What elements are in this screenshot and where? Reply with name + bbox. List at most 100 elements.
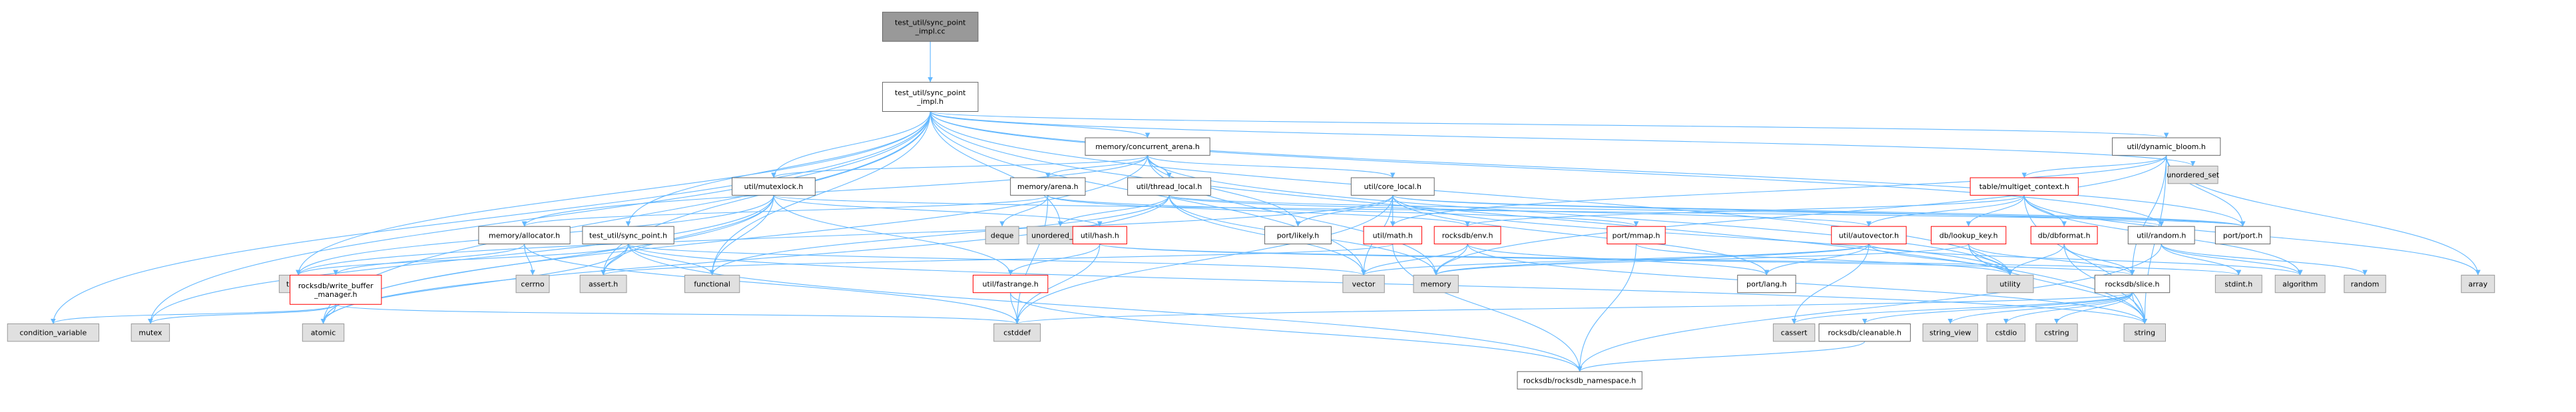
node-box [582, 226, 674, 245]
node-box [2030, 226, 2098, 245]
node-mmap[interactable]: port/mmap.h [1607, 226, 1666, 245]
node-box [1072, 226, 1127, 245]
node-label: _impl.h [916, 97, 943, 106]
node-dbformat[interactable]: db/dbformat.h [2030, 226, 2098, 245]
edge-hash-to-stdint [1099, 244, 2241, 276]
node-label: cerrno [521, 280, 544, 289]
node-random-h[interactable]: util/random.h [2127, 226, 2195, 245]
edge-arena-to-env [1047, 194, 1470, 227]
node-box [2214, 226, 2271, 245]
node-autovector[interactable]: util/autovector.h [1831, 226, 1907, 245]
edge-impl_h-to-concurrent_arena [929, 111, 1151, 138]
edge-autovector-to-vector [1361, 244, 1870, 276]
edge-core_local-to-utility [1392, 195, 2013, 276]
node-cstddef: cstddef [993, 323, 1041, 342]
node-impl-h[interactable]: test_util/sync_point_impl.h [882, 82, 979, 112]
node-namespace[interactable]: rocksdb/rocksdb_namespace.h [1517, 371, 1643, 390]
edge-arena-to-allocator [521, 194, 1049, 227]
node-lang[interactable]: port/lang.h [1737, 274, 1796, 294]
node-fastrange[interactable]: util/fastrange.h [972, 274, 1049, 294]
edge-concurrent_arena-to-allocator [521, 155, 1149, 227]
node-label: db/lookup_key.h [1939, 231, 1998, 240]
node-likely[interactable]: port/likely.h [1264, 226, 1332, 245]
edge-slice-to-cstring [2054, 292, 2133, 324]
node-label: deque [991, 231, 1014, 240]
edge-sync_point_h-to-string [627, 244, 2147, 324]
node-label: test_util/sync_point [895, 19, 966, 27]
edge-impl_h-to-thread [296, 111, 931, 276]
node-write-buffer-manager[interactable]: rocksdb/write_buffer_manager.h [290, 274, 382, 305]
edge-autovector-to-utility [1868, 244, 2013, 276]
node-deque: deque [985, 226, 1019, 245]
node-arena[interactable]: memory/arena.h [1010, 177, 1086, 196]
node-box [1010, 177, 1086, 196]
node-math[interactable]: util/math.h [1363, 226, 1422, 245]
node-hash[interactable]: util/hash.h [1072, 226, 1127, 245]
node-box [2035, 323, 2078, 342]
edge-mutexlock-to-atomic [320, 195, 774, 324]
node-box [1433, 226, 1501, 245]
edge-slice-to-cstdio [2003, 292, 2133, 324]
node-label: test_util/sync_point [895, 89, 966, 97]
node-thread-local[interactable]: util/thread_local.h [1127, 177, 1211, 196]
node-mutexlock[interactable]: util/mutexlock.h [732, 177, 816, 196]
edge-core_local-to-cstddef [1014, 195, 1394, 324]
node-box [1363, 226, 1422, 245]
node-slice[interactable]: rocksdb/slice.h [2094, 274, 2171, 294]
node-concurrent-arena[interactable]: memory/concurrent_arena.h [1085, 137, 1210, 156]
node-root[interactable]: test_util/sync_point_impl.cc [882, 11, 979, 42]
node-box [2112, 137, 2221, 156]
node-box [1737, 274, 1796, 294]
edge-arena-to-mmap [1047, 194, 1639, 227]
edge-slice-to-string [2131, 292, 2148, 324]
node-port-h[interactable]: port/port.h [2214, 226, 2271, 245]
edge-concurrent_arena-to-arena [1045, 155, 1149, 178]
node-assert-h: assert.h [579, 274, 627, 294]
edge-layer [51, 41, 2481, 372]
node-cstring: cstring [2035, 323, 2078, 342]
node-box [2167, 165, 2218, 184]
edge-dynamic_bloom-to-math [1390, 155, 2167, 227]
node-box [732, 177, 816, 196]
edge-fastrange-to-namespace [1010, 292, 1583, 372]
edge-env-to-string [1467, 244, 2147, 324]
edge-impl_h-to-port_h [929, 111, 2246, 227]
node-sync-point-h[interactable]: test_util/sync_point.h [582, 226, 674, 245]
node-label: rocksdb/slice.h [2105, 280, 2160, 289]
node-box [882, 82, 979, 112]
node-label: atomic [311, 329, 336, 337]
node-label: util/thread_local.h [1137, 182, 1202, 191]
edge-hash-to-fastrange [1007, 244, 1101, 276]
node-env[interactable]: rocksdb/env.h [1433, 226, 1501, 245]
node-array: array [2461, 274, 2495, 294]
node-label: util/autovector.h [1839, 231, 1899, 240]
node-cleanable[interactable]: rocksdb/cleanable.h [1818, 323, 1911, 342]
node-core-local[interactable]: util/core_local.h [1350, 177, 1435, 196]
node-utility: utility [1986, 274, 2034, 294]
edge-core_local-to-port_h [1392, 194, 2245, 227]
edge-allocator-to-write_buffer_manager [333, 244, 525, 276]
edge-env-to-vector [1361, 244, 1468, 276]
edge-impl_h-to-unordered_map [929, 111, 1063, 227]
node-multiget-context[interactable]: table/multiget_context.h [1969, 177, 2079, 196]
node-dynamic-bloom[interactable]: util/dynamic_bloom.h [2112, 137, 2221, 156]
node-box [2461, 274, 2495, 294]
node-box [2123, 323, 2166, 342]
node-vector: vector [1342, 274, 1385, 294]
edge-core_local-to-likely [1295, 195, 1394, 227]
node-box [1350, 177, 1435, 196]
node-lookup-key[interactable]: db/lookup_key.h [1931, 226, 2007, 245]
node-box [2274, 274, 2326, 294]
node-label: functional [694, 280, 730, 289]
edge-mmap-to-utility [1635, 244, 2013, 276]
node-box [2094, 274, 2171, 294]
node-label: string [2134, 329, 2155, 337]
node-box [478, 226, 571, 245]
node-box [1607, 226, 1666, 245]
edge-core_local-to-thread [296, 195, 1394, 276]
node-allocator[interactable]: memory/allocator.h [478, 226, 571, 245]
node-label: vector [1352, 280, 1376, 289]
edge-multiget_context-to-autovector [1866, 195, 2025, 227]
node-atomic: atomic [302, 323, 345, 342]
edge-random_h-to-namespace [1577, 244, 2162, 372]
